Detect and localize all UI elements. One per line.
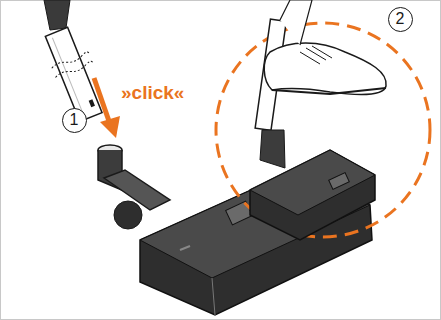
- callout-number: 1: [70, 112, 79, 128]
- callout-circle: 2: [388, 7, 413, 32]
- click-label: »click«: [121, 82, 184, 104]
- callout-number: 2: [396, 11, 405, 27]
- callout-circle: 1: [62, 108, 87, 133]
